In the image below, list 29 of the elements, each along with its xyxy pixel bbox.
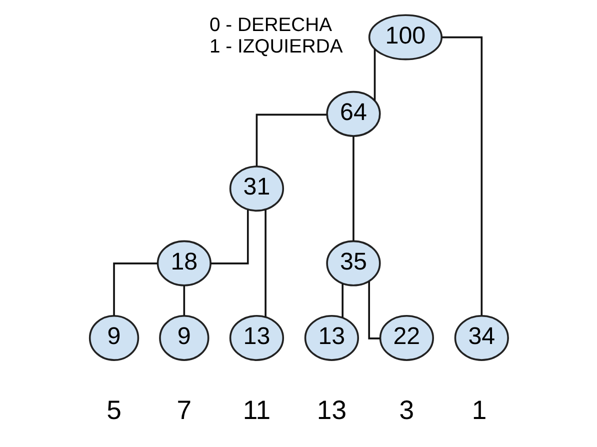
connector — [341, 284, 343, 318]
label: 5 — [106, 394, 121, 425]
label: 7 — [176, 394, 192, 425]
node-ellipse: 35 — [326, 240, 380, 286]
label: 13 — [316, 394, 346, 425]
node-ellipse: 13 — [304, 314, 359, 361]
connector — [441, 36, 482, 316]
node-ellipse: 22 — [378, 314, 434, 361]
label: 1 - IZQUIERDA — [209, 36, 342, 58]
connector — [210, 210, 248, 264]
node-ellipse: 18 — [156, 240, 211, 286]
node-ellipse: 100 — [368, 14, 442, 60]
node-ellipse: 64 — [326, 90, 380, 137]
connector — [182, 286, 185, 316]
label: 1 — [471, 394, 486, 425]
node-ellipse: 34 — [454, 314, 508, 361]
connector — [112, 262, 158, 316]
label: 11 — [242, 394, 270, 425]
connector — [373, 48, 376, 101]
node-ellipse: 31 — [228, 166, 284, 212]
label: 3 — [398, 394, 414, 425]
connector — [352, 136, 354, 241]
connector — [264, 210, 266, 317]
label: 0 - DERECHA — [209, 14, 332, 36]
connector — [255, 114, 326, 166]
connector — [368, 281, 380, 340]
node-ellipse: 13 — [228, 314, 284, 361]
node-circle: 9 — [88, 314, 139, 361]
node-circle: 9 — [158, 314, 209, 361]
